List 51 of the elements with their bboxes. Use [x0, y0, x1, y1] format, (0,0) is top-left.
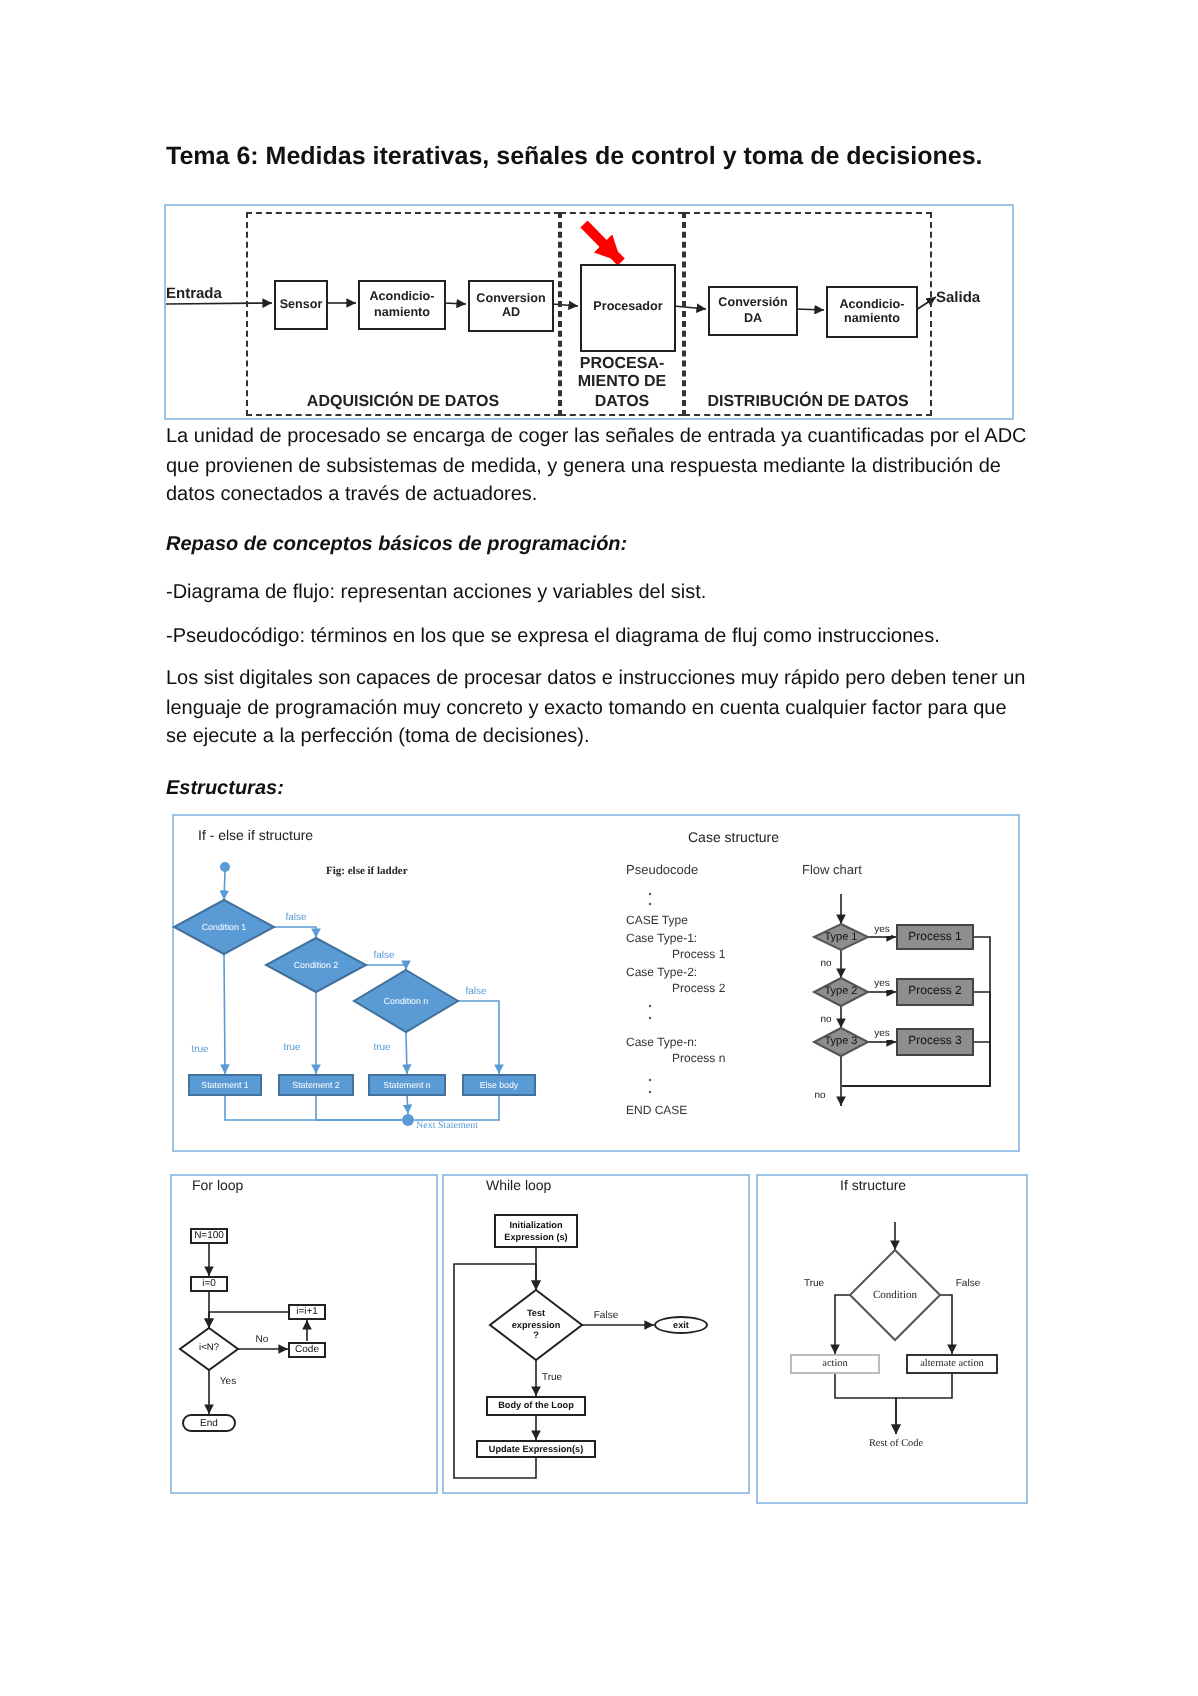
arrow [365, 960, 411, 971]
arrow [402, 1095, 413, 1115]
arrow [581, 1320, 655, 1330]
start-dot [220, 861, 230, 871]
arrow [890, 1221, 900, 1251]
arrow [220, 953, 230, 1075]
arrow [830, 1294, 851, 1355]
page-title: Tema 6: Medidas iterativas, señales de control y toma de decisiones. [166, 140, 985, 172]
arrow [795, 304, 825, 315]
arrow [836, 893, 846, 925]
junction-dot [402, 1114, 414, 1126]
paragraph: -Pseudocódigo: términos en los que se expresa el diagrama de fluj como instrucciones. [166, 624, 942, 652]
arrow [165, 298, 273, 308]
region-label: DISTRIBUCIÓN DE DATOS [707, 391, 909, 410]
dashed-region [684, 212, 932, 416]
arrow [273, 926, 321, 939]
arrow [531, 1359, 541, 1397]
section-heading: Repaso de conceptos básicos de programación: [166, 532, 628, 560]
arrow [673, 303, 707, 313]
arrow [204, 1243, 214, 1277]
arrow [867, 932, 897, 942]
arrow [204, 1369, 214, 1415]
dashed-region [560, 212, 684, 416]
arrow [867, 1037, 897, 1047]
dashed-region [246, 212, 560, 416]
region-label: ADQUISICIÓN DE DATOS [306, 391, 500, 410]
section-heading: Estructuras: [166, 776, 284, 804]
arrow [836, 1005, 846, 1029]
arrow [457, 1000, 504, 1075]
arrow [401, 1031, 412, 1075]
arrow [325, 298, 357, 308]
arrow [836, 949, 846, 979]
arrow [551, 300, 579, 311]
arrow [204, 1311, 289, 1329]
arrow [443, 298, 467, 309]
pointer-arrow [580, 220, 625, 266]
arrow [237, 1344, 289, 1354]
arrow [302, 1319, 312, 1342]
paragraph: La unidad de procesado se encarga de coger las señales de entrada ya cuantificadas por el ADC que provienen de subsistemas de medida, y genera una respuesta mediante la distribución de datos conectados a través de actuadores. [166, 424, 1029, 510]
paragraph: Los sist digitales son capaces de procesar datos e instrucciones muy rápido pero deben tener un lenguaje de programación muy concreto y exacto tomando en cuenta cualquier factor para que se ejecute a la perfección (toma de decisiones). [166, 666, 1028, 752]
arrow [836, 1055, 846, 1107]
arrow [531, 1415, 541, 1441]
arrow [867, 987, 897, 997]
arrow [311, 991, 321, 1075]
arrow [915, 296, 937, 311]
arrow [453, 1263, 541, 1479]
arrow [939, 1294, 957, 1355]
arrow [219, 870, 230, 901]
paragraph: -Diagrama de flujo: representan acciones y variables del sist. [166, 580, 709, 608]
arrow [891, 1373, 953, 1435]
region-label: PROCESA- MIENTO DE DATOS [575, 353, 669, 410]
